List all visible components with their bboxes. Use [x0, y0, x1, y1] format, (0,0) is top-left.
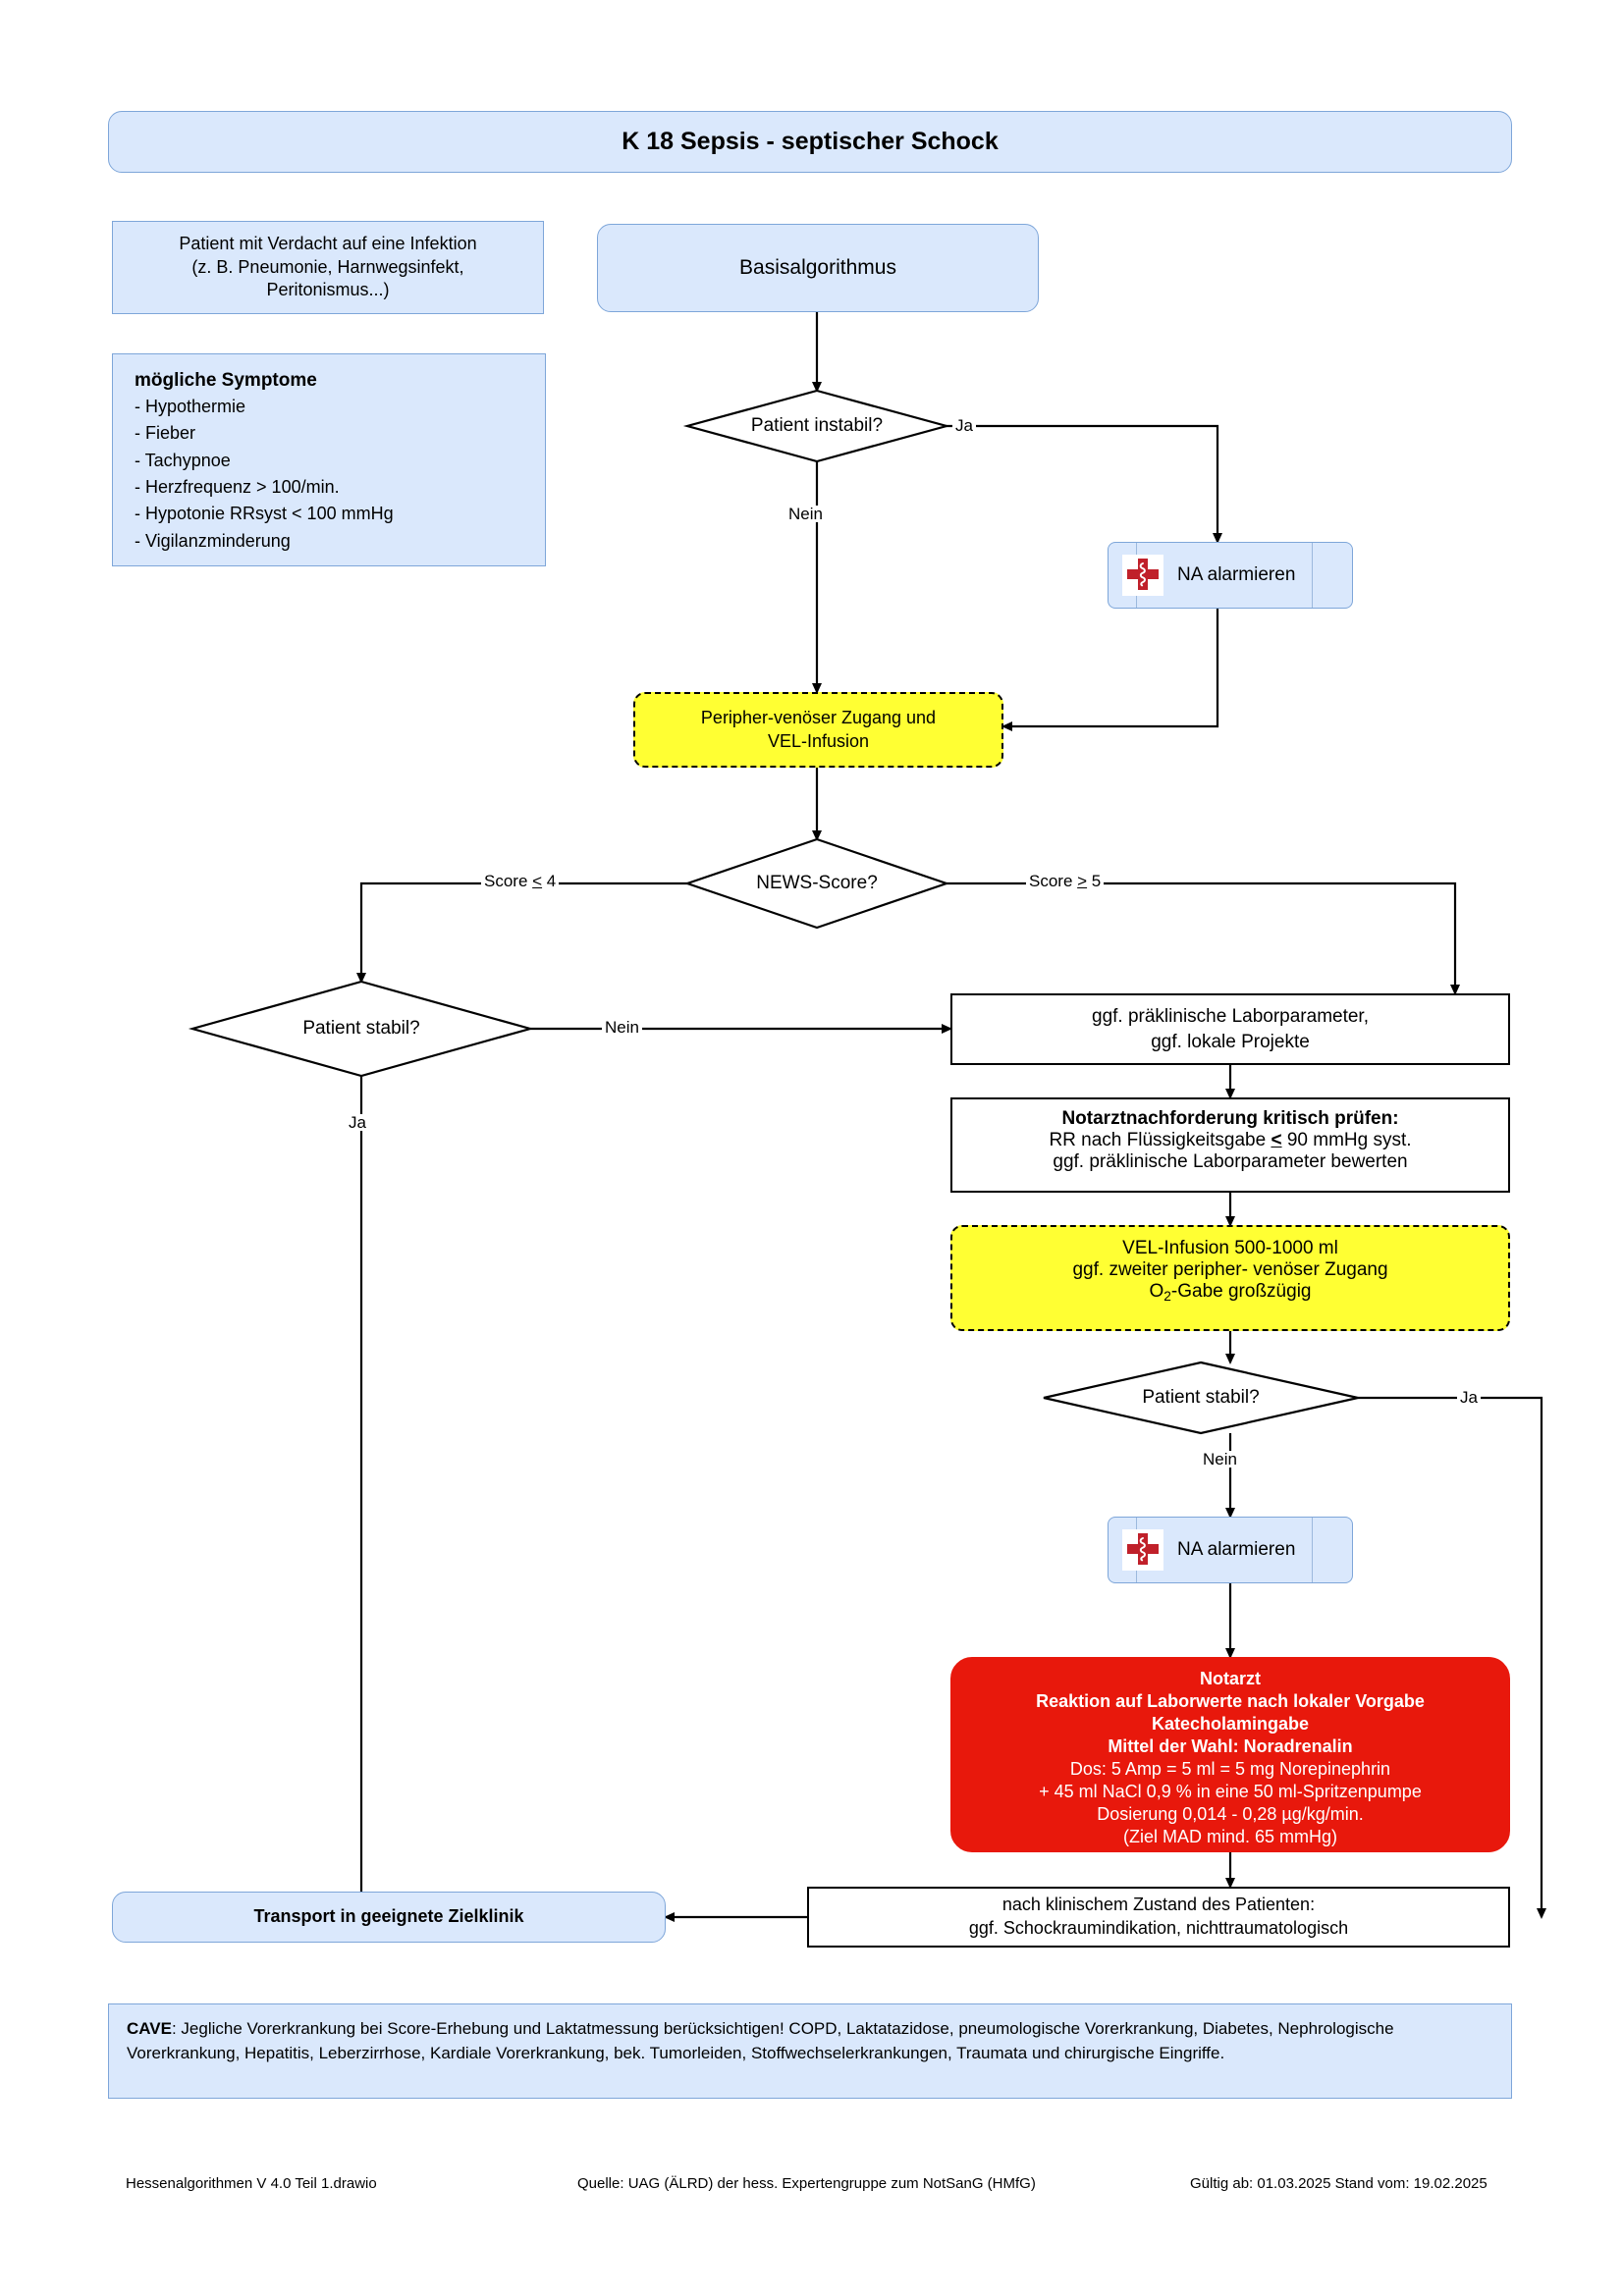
score-le-prefix: Score — [484, 872, 533, 890]
labor-box: ggf. präklinische Laborparameter, ggf. l… — [950, 993, 1510, 1065]
notarzt-red-bold-line: Notarzt — [1200, 1669, 1261, 1688]
medical-cross-asclepius-icon — [1122, 555, 1163, 596]
decision-patient-instabil: Patient instabil? — [682, 389, 951, 463]
score-ge-prefix: Score — [1029, 872, 1078, 890]
symptom-item: - Fieber — [135, 423, 196, 444]
symptom-item: - Hypotonie RRsyst < 100 mmHg — [135, 504, 394, 524]
notarzt-red-normal-line: Dosierung 0,014 - 0,28 µg/kg/min. — [1097, 1804, 1364, 1825]
notarztnachforderung-line3: ggf. präklinische Laborparameter bewerte… — [1053, 1151, 1408, 1172]
notarztnachforderung-line2: RR nach Flüssigkeitsgabe < 90 mmHg syst. — [952, 1130, 1508, 1151]
o2-suffix: -Gabe großzügig — [1170, 1281, 1312, 1302]
cave-box: CAVE: Jegliche Vorerkrankung bei Score-E… — [108, 2003, 1512, 2099]
edge-label-ja-1: Ja — [952, 417, 976, 434]
decision-patient-stabil-2: Patient stabil? — [1043, 1361, 1359, 1435]
page-title-text: K 18 Sepsis - septischer Schock — [622, 128, 999, 155]
cave-label: CAVE — [127, 2019, 172, 2038]
rr-symbol: < — [1271, 1130, 1282, 1150]
transport-text: Transport in geeignete Zielklinik — [253, 1906, 524, 1927]
na-alarmieren-box-2[interactable]: NA alarmieren — [1108, 1517, 1353, 1583]
page-title: K 18 Sepsis - septischer Schock — [108, 111, 1512, 173]
footer-center: Quelle: UAG (ÄLRD) der hess. Expertengru… — [577, 2175, 1036, 2192]
transport-box: Transport in geeignete Zielklinik — [112, 1892, 666, 1943]
decision-news-score: NEWS-Score? — [683, 837, 950, 930]
na-alarmieren-box-1[interactable]: NA alarmieren — [1108, 542, 1353, 609]
decision-patient-stabil-1-text: Patient stabil? — [302, 1018, 420, 1039]
score-le-symbol: < — [532, 872, 543, 890]
edge-label-ja-3: Ja — [1457, 1389, 1481, 1406]
notarzt-red-normal-line: Dos: 5 Amp = 5 ml = 5 mg Norepinephrin — [1069, 1759, 1391, 1780]
notarztnachforderung-heading: Notarztnachforderung kritisch prüfen: — [1061, 1108, 1399, 1129]
medical-cross-asclepius-icon — [1122, 1529, 1163, 1571]
edge-label-nein-1: Nein — [785, 506, 826, 522]
notarzt-red-bold-line: Katecholamingabe — [1151, 1714, 1310, 1735]
o2-subscript: 2 — [1163, 1288, 1171, 1304]
symptoms-box: mögliche Symptome - Hypothermie - Fieber… — [112, 353, 546, 566]
rr-prefix: RR nach Flüssigkeitsgabe — [1049, 1130, 1271, 1150]
na-alarmieren-label-1: NA alarmieren — [1177, 564, 1296, 585]
vel-infusion-line1: VEL-Infusion 500-1000 ml — [1122, 1238, 1338, 1258]
infection-note-box: Patient mit Verdacht auf eine Infektion … — [112, 221, 544, 314]
notarzt-red-normal-line: (Ziel MAD mind. 65 mmHg) — [1122, 1827, 1338, 1847]
na-alarmieren-label-2: NA alarmieren — [1177, 1539, 1296, 1560]
vel-infusion-box: VEL-Infusion 500-1000 ml ggf. zweiter pe… — [950, 1225, 1510, 1331]
basisalgorithmus-text: Basisalgorithmus — [739, 256, 896, 280]
decision-news-score-text: NEWS-Score? — [756, 873, 878, 893]
decision-patient-instabil-text: Patient instabil? — [750, 415, 884, 436]
notarzt-red-bold-block: Notarzt Reaktion auf Laborwerte nach lok… — [951, 1668, 1509, 1758]
symptoms-heading: mögliche Symptome — [135, 370, 317, 391]
notarzt-red-bold-line: Reaktion auf Laborwerte nach lokaler Vor… — [1036, 1691, 1425, 1712]
footer-left: Hessenalgorithmen V 4.0 Teil 1.drawio — [126, 2175, 377, 2192]
basisalgorithmus-box: Basisalgorithmus — [597, 224, 1039, 312]
o2-letter: O — [1149, 1281, 1164, 1302]
labor-text: ggf. präklinische Laborparameter, ggf. l… — [1092, 1006, 1369, 1052]
vel-infusion-line3: O2-Gabe großzügig — [952, 1281, 1508, 1304]
symptom-item: - Vigilanzminderung — [135, 530, 291, 551]
edge-label-score-le-4: Score < 4 — [481, 872, 560, 890]
notarzt-red-normal-block: Dos: 5 Amp = 5 ml = 5 mg Norepinephrin +… — [951, 1758, 1509, 1848]
decision-patient-stabil-2-text: Patient stabil? — [1142, 1387, 1260, 1408]
notarzt-red-bold-line: Mittel der Wahl: Noradrenalin — [1108, 1736, 1353, 1757]
zugang-vel-box: Peripher-venöser Zugang und VEL-Infusion — [633, 692, 1003, 768]
symptom-item: - Hypothermie — [135, 397, 246, 416]
score-ge-suffix: 5 — [1087, 872, 1102, 890]
infection-note-text: Patient mit Verdacht auf eine Infektion … — [179, 233, 477, 300]
symptom-item: - Tachypnoe — [135, 450, 231, 470]
klinischer-zustand-text: nach klinischem Zustand des Patienten: g… — [968, 1895, 1349, 1938]
notarzt-red-box: Notarzt Reaktion auf Laborwerte nach lok… — [950, 1657, 1510, 1852]
symptoms-list: - Hypothermie - Fieber - Tachypnoe - Her… — [135, 394, 545, 555]
notarzt-red-normal-line: + 45 ml NaCl 0,9 % in eine 50 ml-Spritze… — [1039, 1782, 1422, 1802]
rr-suffix: 90 mmHg syst. — [1281, 1130, 1412, 1150]
footer-right: Gültig ab: 01.03.2025 Stand vom: 19.02.2… — [1190, 2175, 1488, 2192]
notarztnachforderung-box: Notarztnachforderung kritisch prüfen: RR… — [950, 1097, 1510, 1193]
symptom-item: - Herzfrequenz > 100/min. — [135, 477, 340, 498]
score-le-suffix: 4 — [542, 872, 557, 890]
edge-label-ja-2: Ja — [346, 1114, 369, 1131]
edge-label-nein-3: Nein — [1200, 1451, 1240, 1468]
decision-patient-stabil-1: Patient stabil? — [188, 980, 535, 1078]
vel-infusion-line2: ggf. zweiter peripher- venöser Zugang — [1072, 1259, 1388, 1280]
klinischer-zustand-box: nach klinischem Zustand des Patienten: g… — [807, 1887, 1510, 1948]
score-ge-symbol: > — [1077, 872, 1088, 890]
edge-label-score-ge-5: Score > 5 — [1026, 872, 1105, 890]
edge-label-nein-2: Nein — [602, 1019, 642, 1036]
zugang-vel-text: Peripher-venöser Zugang und VEL-Infusion — [700, 707, 937, 751]
cave-text: : Jegliche Vorerkrankung bei Score-Erheb… — [127, 2019, 1394, 2062]
